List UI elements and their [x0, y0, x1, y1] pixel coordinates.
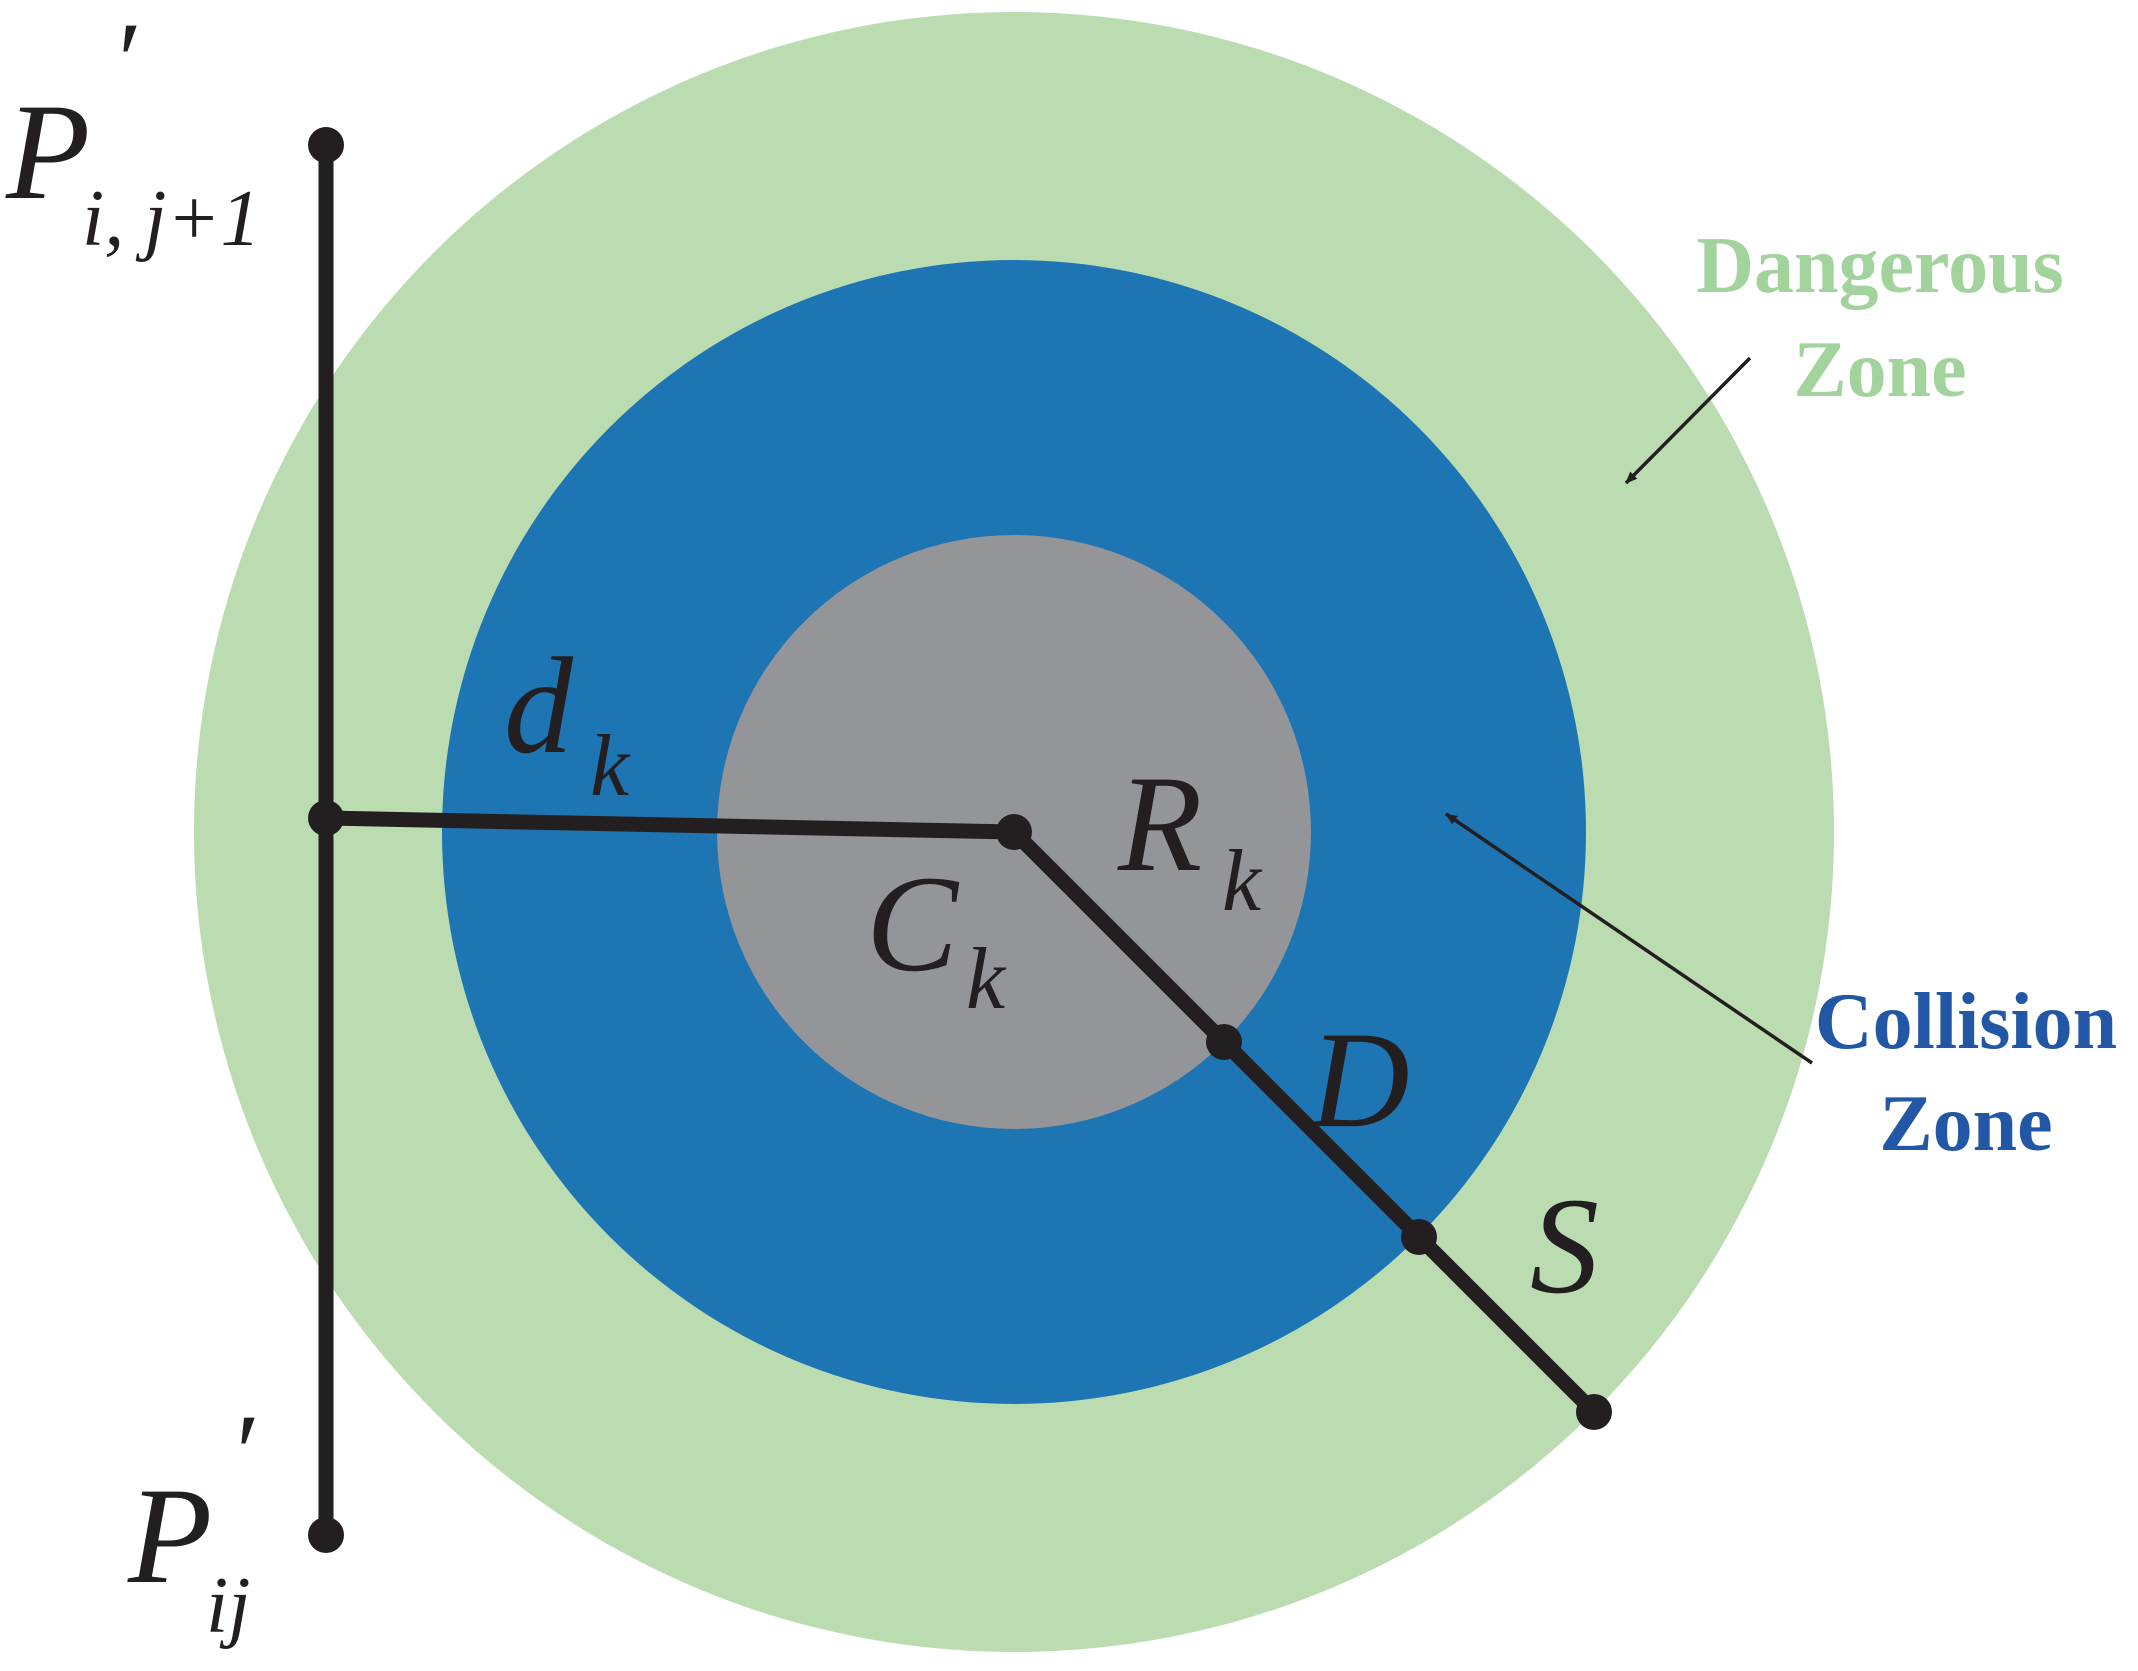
svg-text:Collision: Collision — [1815, 978, 2117, 1066]
point-p-top — [308, 127, 344, 163]
svg-text:k: k — [590, 718, 631, 815]
svg-text:Zone: Zone — [1879, 1080, 2052, 1168]
svg-text:R: R — [1117, 747, 1202, 900]
label-p-i-j-plus-1: P ′ i, j+1 — [5, 0, 260, 263]
point-foot-dk — [308, 800, 344, 836]
svg-text:Zone: Zone — [1793, 326, 1966, 414]
svg-text:i, j+1: i, j+1 — [82, 175, 260, 263]
svg-text:Dangerous: Dangerous — [1696, 222, 2063, 310]
svg-text:k: k — [1222, 833, 1263, 930]
distance-dk-line — [318, 810, 1022, 840]
svg-text:′: ′ — [236, 1392, 260, 1514]
point-center-ck — [996, 814, 1032, 850]
dangerous-zone-arrow — [1624, 356, 1752, 485]
svg-text:ij: ij — [206, 1562, 250, 1650]
point-obstacle-edge — [1206, 1024, 1242, 1060]
radius-line — [1006, 824, 1602, 1420]
svg-text:C: C — [866, 847, 960, 1000]
point-collision-edge — [1401, 1219, 1437, 1255]
svg-text:k: k — [966, 931, 1007, 1028]
dangerous-zone-label: Dangerous Zone — [1696, 222, 2063, 414]
svg-text:P: P — [5, 75, 90, 228]
point-p-bottom — [308, 1517, 344, 1553]
label-p-ij: P ′ ij — [127, 1392, 260, 1650]
point-dangerous-edge — [1576, 1394, 1612, 1430]
collision-zone-label: Collision Zone — [1815, 978, 2117, 1168]
svg-text:′: ′ — [118, 0, 142, 122]
label-s: S — [1530, 1169, 1599, 1322]
svg-text:d: d — [504, 629, 574, 782]
label-dk: d k — [504, 629, 631, 815]
label-d: D — [1308, 1003, 1410, 1156]
label-ck: C k — [866, 847, 1007, 1028]
svg-text:P: P — [127, 1459, 212, 1612]
collision-zone-arrow — [1445, 812, 1813, 1065]
label-rk: R k — [1117, 747, 1263, 930]
